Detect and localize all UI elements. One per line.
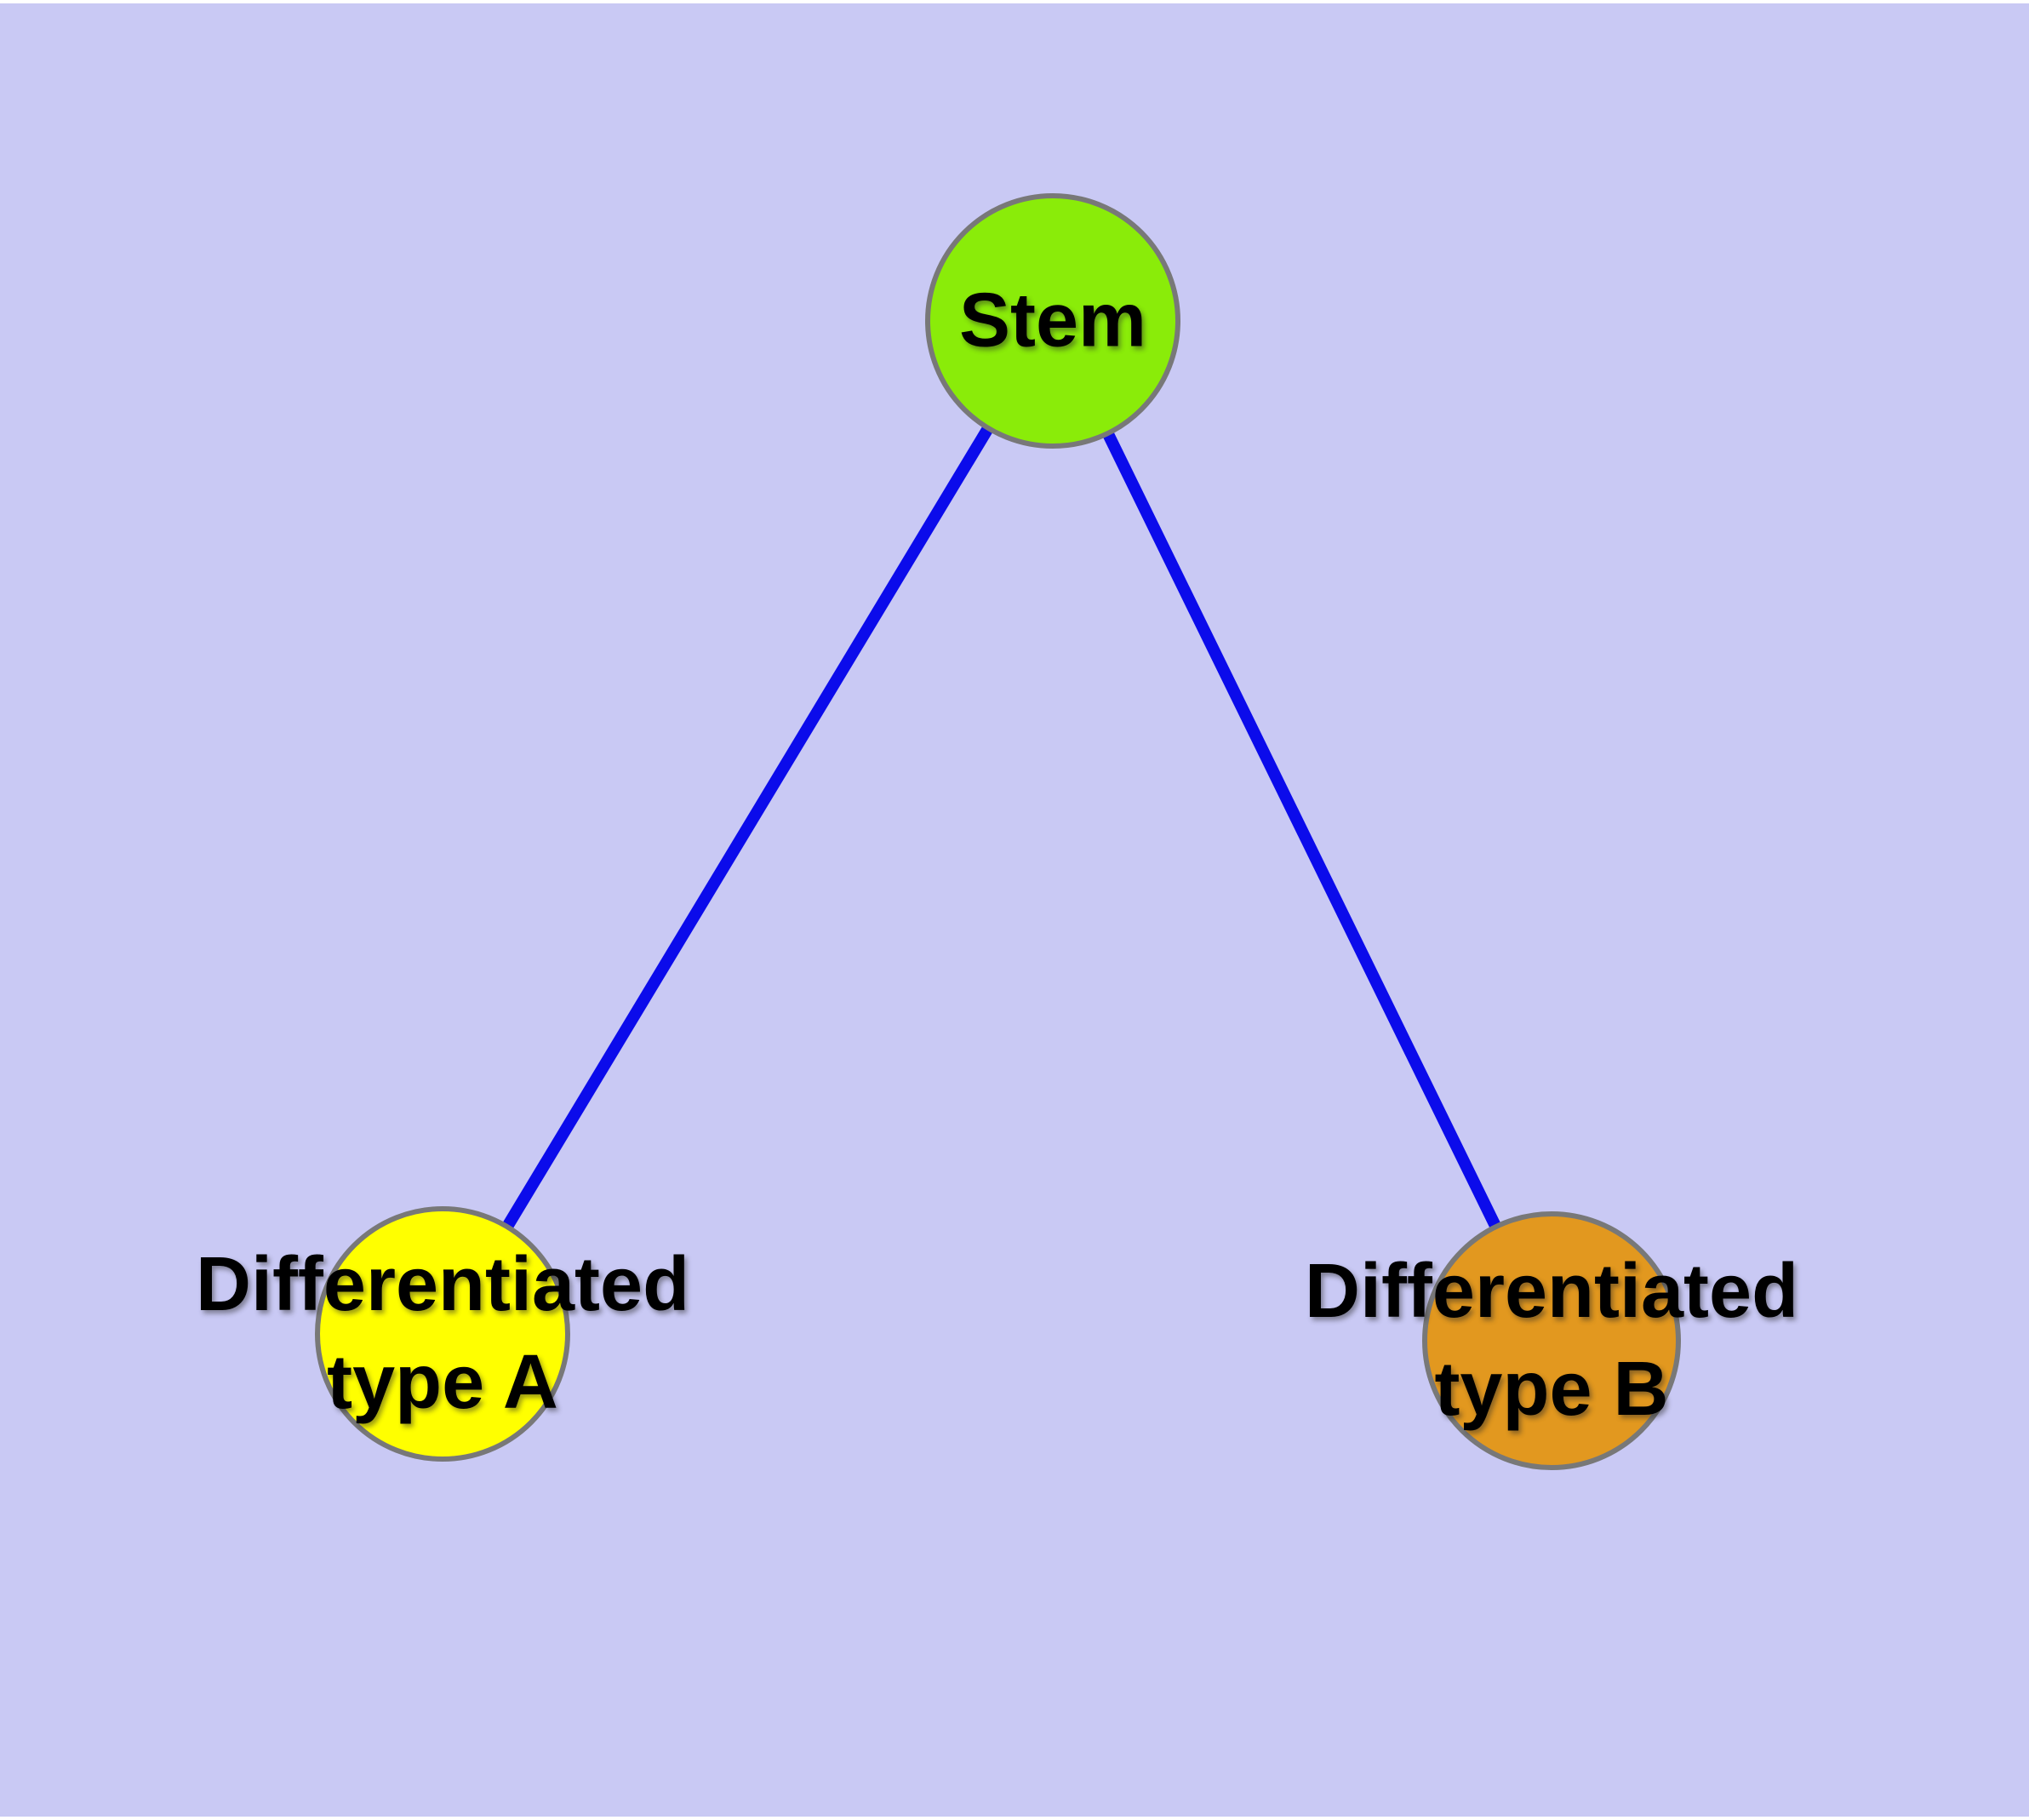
- node-type-b-label: Differentiated type B: [1305, 1243, 1798, 1439]
- edge-stem-to-type-b: [1047, 318, 1557, 1344]
- node-type-b-label-line2: type B: [1434, 1347, 1669, 1432]
- node-type-a-label-line1: Differentiated: [195, 1242, 690, 1327]
- node-differentiated-type-b: [1422, 1211, 1681, 1470]
- node-type-a-label-line2: type A: [327, 1340, 558, 1425]
- node-type-b-label-line1: Differentiated: [1304, 1249, 1799, 1334]
- node-stem-label-text: Stem: [958, 278, 1147, 363]
- edge-stem-to-type-a: [437, 318, 1058, 1337]
- node-stem: [925, 193, 1180, 449]
- node-stem-label: Stem: [959, 272, 1146, 370]
- diagram-canvas: Stem Differentiated type A Differentiate…: [0, 3, 2029, 1817]
- node-differentiated-type-a: [315, 1206, 570, 1462]
- edges-layer: [437, 318, 1557, 1344]
- node-type-a-label: Differentiated type A: [196, 1236, 689, 1432]
